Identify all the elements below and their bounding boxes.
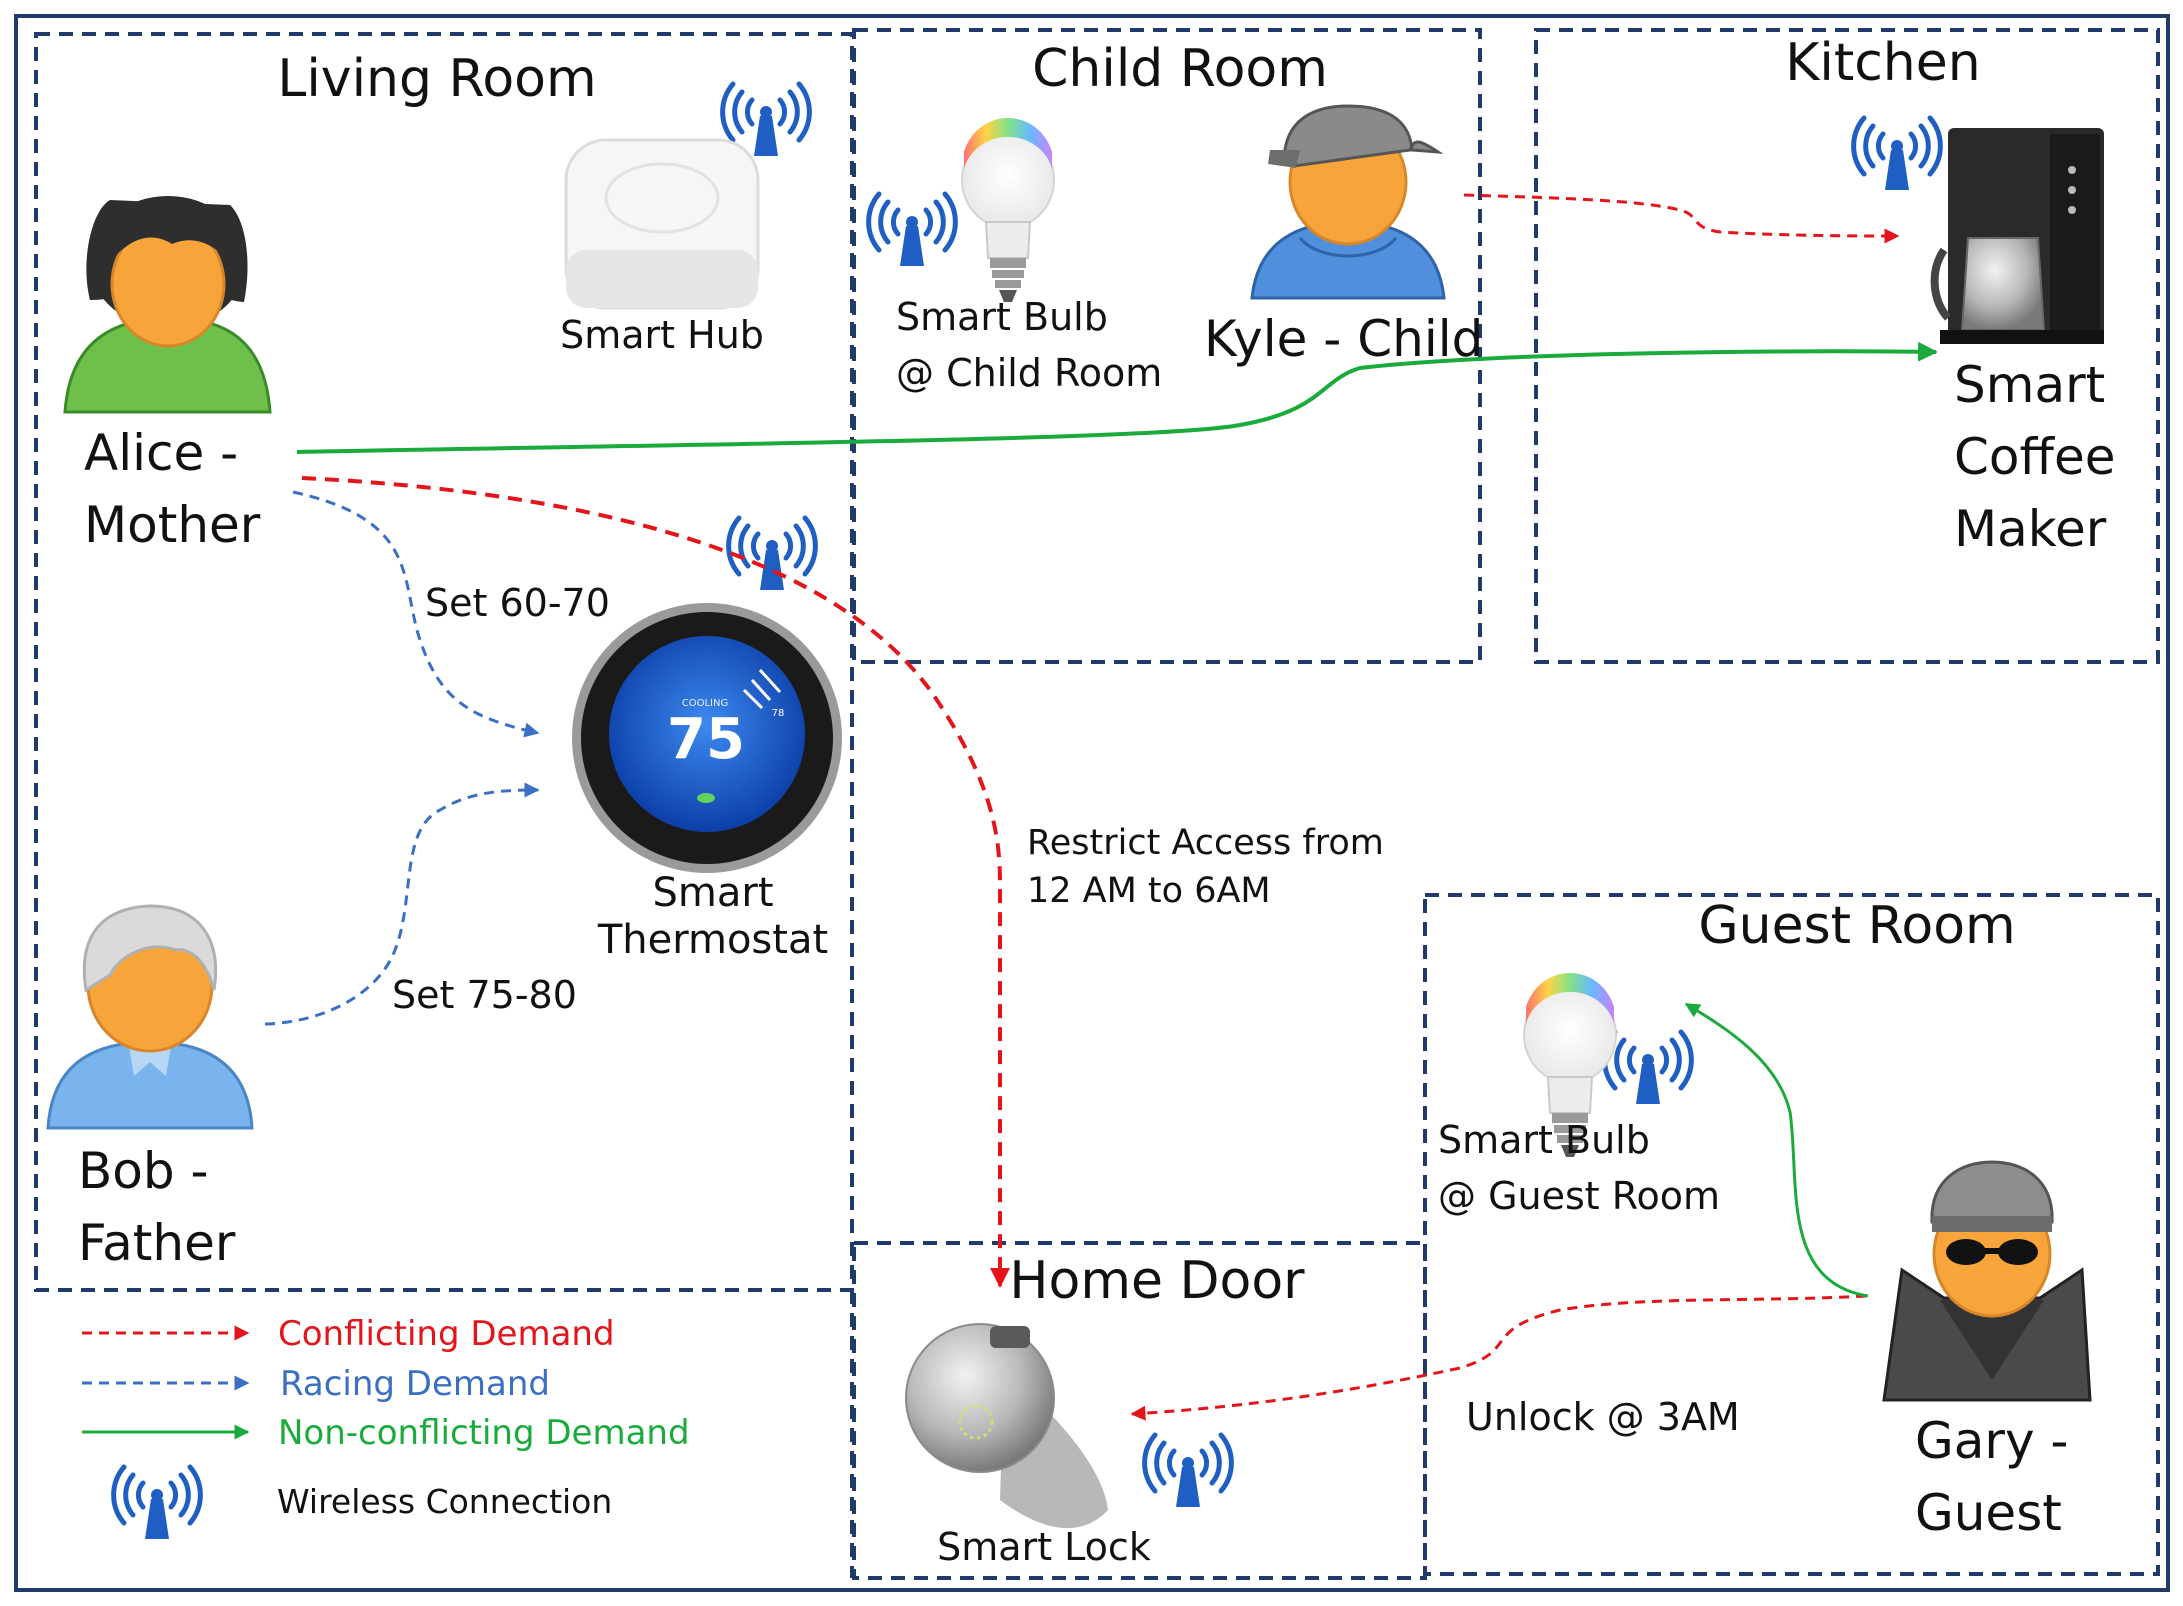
alice-label-line2: Mother: [84, 496, 261, 554]
guest-bulb-label-line1: Smart Bulb: [1438, 1118, 1650, 1162]
kitchen-title: Kitchen: [1785, 33, 1980, 93]
wireless-icon-smart-lock: [1145, 1435, 1232, 1507]
non-conflicting-demand-alice-coffee: [296, 341, 1938, 454]
smart-hub-label: Smart Hub: [560, 313, 764, 357]
conflicting-demand-alice-lock: [301, 476, 1010, 1288]
child-room-title: Child Room: [1032, 39, 1328, 99]
legend-wireless-icon: [114, 1467, 201, 1539]
coffee-maker-label-line1: Smart: [1954, 356, 2105, 414]
legend-wireless-label: Wireless Connection: [277, 1482, 612, 1521]
guest-bulb-label-line2: @ Guest Room: [1438, 1174, 1720, 1218]
living-room-title: Living Room: [277, 49, 596, 109]
smart-hub-icon: [564, 138, 760, 310]
wireless-icon-guest-bulb: [1605, 1032, 1692, 1104]
coffee-maker-label-line2: Coffee: [1954, 428, 2115, 486]
set-75-80-label: Set 75-80: [392, 973, 577, 1017]
unlock-3am-label: Unlock @ 3AM: [1466, 1395, 1740, 1439]
child-room-border: [852, 28, 1482, 664]
legend-racing-label: Racing Demand: [280, 1364, 550, 1404]
kyle-avatar: [1250, 104, 1446, 300]
non-conflicting-demand-gary-bulb: [1684, 1002, 1869, 1298]
racing-demand-alice-thermostat: [292, 490, 540, 738]
smart-thermostat-icon: COOLING 75 78: [572, 603, 842, 873]
racing-demand-bob-thermostat: [264, 782, 540, 1026]
legend: Conflicting Demand Racing Demand Non-con…: [82, 1314, 690, 1521]
thermostat-temp: 75: [667, 707, 745, 772]
gary-label-line2: Guest: [1915, 1484, 2062, 1542]
child-bulb-label-line2: @ Child Room: [896, 351, 1162, 395]
conflicting-demand-gary-lock: [1130, 1294, 1867, 1421]
gary-avatar: [1882, 1160, 2092, 1402]
gary-label-line1: Gary -: [1915, 1412, 2068, 1470]
thermostat-mode: COOLING: [682, 698, 728, 709]
conflicting-demand-kyle-coffee: [1463, 193, 1900, 244]
alice-label-line1: Alice -: [84, 424, 238, 482]
room-borders: [34, 28, 2160, 1580]
coffee-maker-icon: [1930, 128, 2104, 344]
home-door-title: Home Door: [1009, 1251, 1305, 1311]
kitchen-border: [1534, 28, 2160, 664]
guest-room-title: Guest Room: [1698, 896, 2015, 956]
wireless-icon-child-bulb: [869, 194, 956, 266]
bob-avatar: [46, 904, 254, 1130]
bob-label-line2: Father: [78, 1214, 236, 1272]
bob-label-line1: Bob -: [78, 1142, 209, 1200]
legend-conflicting-label: Conflicting Demand: [278, 1314, 615, 1354]
thermostat-setpoint: 78: [772, 708, 785, 719]
child-room-bulb-icon: [961, 116, 1055, 303]
alice-avatar: [63, 196, 272, 414]
smart-lock-label: Smart Lock: [937, 1525, 1151, 1569]
thermostat-label-line2: Thermostat: [597, 917, 828, 963]
wireless-icon-thermostat: [729, 518, 816, 590]
home-door-border: [852, 1241, 1427, 1580]
set-60-70-label: Set 60-70: [425, 581, 610, 625]
kyle-label: Kyle - Child: [1204, 310, 1483, 368]
house-outline: [14, 14, 2170, 1592]
legend-non-conflicting-label: Non-conflicting Demand: [278, 1413, 690, 1453]
wireless-icon-coffee-maker: [1854, 118, 1941, 190]
smart-lock-icon: [905, 1323, 1108, 1529]
restrict-access-label-line2: 12 AM to 6AM: [1027, 871, 1271, 911]
coffee-maker-label-line3: Maker: [1954, 500, 2107, 558]
thermostat-label-line1: Smart: [653, 870, 774, 916]
restrict-access-label-line1: Restrict Access from: [1027, 823, 1384, 863]
child-bulb-label-line1: Smart Bulb: [896, 295, 1108, 339]
